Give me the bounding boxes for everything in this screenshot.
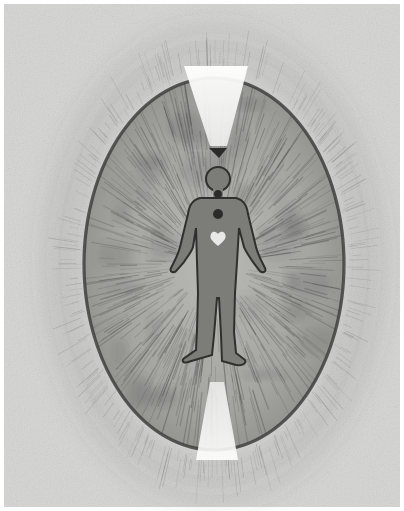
shading-blotch (289, 270, 331, 298)
shading-blotch (269, 182, 284, 199)
shading-blotch (113, 203, 130, 224)
shading-blotch (230, 295, 269, 320)
shading-blotch (293, 324, 334, 352)
shading-blotch (279, 300, 307, 325)
chest-chakra-icon (213, 209, 223, 219)
shading-blotch (147, 314, 161, 343)
throat-chakra-icon (214, 190, 222, 198)
shading-blotch (113, 337, 128, 366)
shading-blotch (245, 372, 287, 380)
shading-blotch (144, 387, 179, 407)
shading-blotch (278, 207, 304, 239)
shading-blotch (117, 176, 156, 206)
shading-blotch (105, 280, 143, 296)
shading-blotch (138, 153, 166, 168)
figure-head (206, 167, 230, 191)
shading-blotch (154, 218, 169, 236)
shading-blotch (97, 243, 134, 270)
